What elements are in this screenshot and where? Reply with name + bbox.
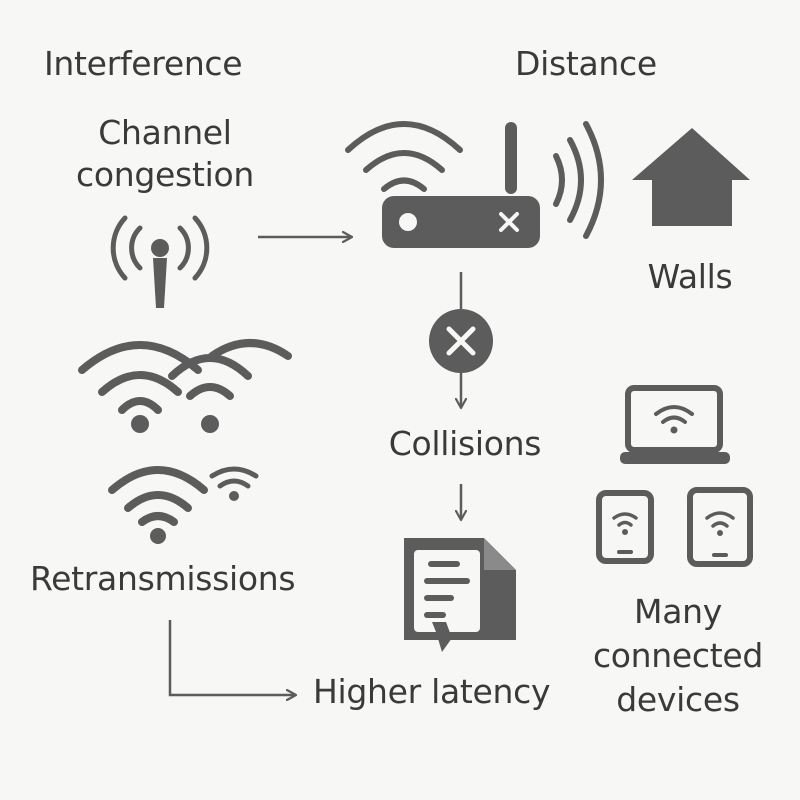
- label-walls: Walls: [647, 257, 733, 296]
- small-wifi-icon: [209, 466, 259, 489]
- wifi-icon: [108, 466, 208, 526]
- laptop-icon: [620, 385, 730, 464]
- phone-icon: [596, 490, 654, 564]
- label-many-connected-devices: Many connected devices: [592, 592, 764, 719]
- document-icon: [404, 538, 516, 652]
- label-channel-congestion: Channel congestion: [76, 113, 254, 194]
- wifi-dot: [150, 528, 166, 544]
- label-distance: Distance: [515, 44, 657, 83]
- overlapping-wifi-icon: [78, 339, 292, 414]
- signal-waves-icon: [553, 121, 604, 239]
- collision-x-icon: [429, 309, 493, 373]
- label-collisions: Collisions: [388, 424, 542, 463]
- label-retransmissions: Retransmissions: [30, 559, 296, 598]
- wifi-dot: [229, 491, 239, 501]
- arrow-retransmissions-to-latency: [168, 620, 296, 695]
- label-interference: Interference: [44, 44, 243, 83]
- label-higher-latency: Higher latency: [313, 672, 551, 711]
- house-icon: [632, 128, 750, 226]
- tablet-icon: [687, 487, 753, 567]
- wifi-dot: [201, 415, 219, 433]
- router-icon: [382, 122, 540, 248]
- antenna-tower-icon: [110, 215, 210, 308]
- router-wifi-icon: [345, 121, 463, 192]
- wifi-dot: [131, 415, 149, 433]
